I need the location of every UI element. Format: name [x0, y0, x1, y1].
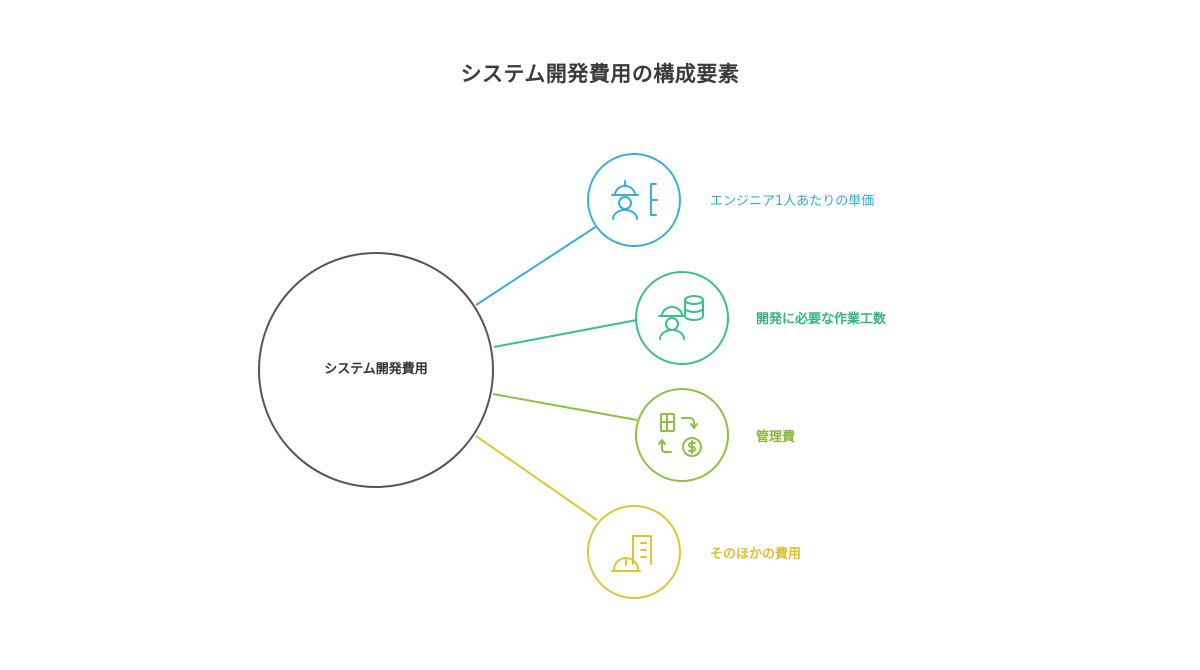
diagram-title: システム開発費用の構成要素 [460, 62, 740, 86]
node-circle-unit-price [587, 153, 681, 247]
branch-label-work-hours: 開発に必要な作業工数 [756, 312, 887, 327]
construction-building-icon [611, 535, 652, 572]
connector-line-unit-price [475, 225, 598, 306]
node-circle-work-hours [635, 271, 729, 365]
connector-line-management-fee [492, 393, 638, 421]
cost-exchange-icon [658, 413, 702, 457]
engineer-database-icon [658, 295, 704, 340]
connector-line-work-hours [493, 319, 638, 348]
engineer-rate-icon [611, 180, 658, 220]
center-circle [258, 252, 494, 488]
connector-line-other-costs [475, 435, 598, 521]
center-label: システム開発費用 [324, 362, 428, 377]
node-circle-management-fee [635, 388, 729, 482]
branch-label-unit-price: エンジニア1人あたりの単価 [710, 194, 875, 209]
branch-label-management-fee: 管理費 [756, 430, 796, 445]
branch-label-other-costs: そのほかの費用 [710, 547, 802, 562]
